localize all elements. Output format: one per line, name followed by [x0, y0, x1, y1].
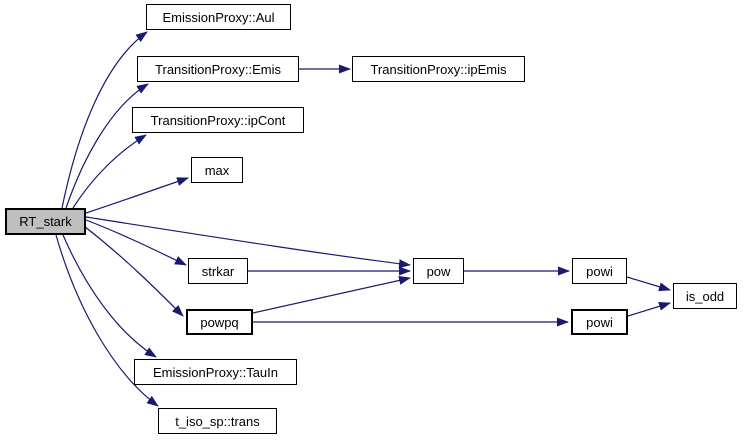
node-transitionproxy-emis[interactable]: TransitionProxy::Emis [137, 56, 299, 82]
node-label: TransitionProxy::ipEmis [370, 61, 507, 77]
edge-rtstark-to-ipcont [72, 134, 147, 209]
node-label: powpq [200, 314, 239, 330]
node-pow[interactable]: pow [413, 258, 464, 284]
edge-rtstark-to-pow [85, 216, 411, 269]
node-label: EmissionProxy::TauIn [153, 364, 278, 380]
edge-rtstark-to-max [85, 177, 189, 214]
edge-rtstark-to-aul [61, 31, 148, 209]
edge-rtstark-to-powpq [83, 225, 184, 317]
node-strkar[interactable]: strkar [188, 258, 248, 284]
node-powpq[interactable]: powpq [186, 309, 253, 335]
node-powi-upper[interactable]: powi [572, 258, 627, 284]
node-emissionproxy-tauin[interactable]: EmissionProxy::TauIn [134, 359, 297, 385]
node-emissionproxy-aul[interactable]: EmissionProxy::Aul [146, 4, 291, 30]
node-label: strkar [201, 263, 235, 279]
node-transitionproxy-ipcont[interactable]: TransitionProxy::ipCont [132, 107, 304, 133]
node-label: RT_stark [19, 214, 72, 229]
edge-rtstark-to-trans [55, 234, 159, 407]
node-label: EmissionProxy::Aul [162, 9, 275, 25]
node-transitionproxy-ipemis[interactable]: TransitionProxy::ipEmis [352, 56, 525, 82]
node-label: TransitionProxy::Emis [155, 61, 281, 77]
edge-powi-upper-to-isodd [626, 276, 671, 292]
node-is-odd[interactable]: is_odd [673, 283, 737, 309]
node-rt-stark: RT_stark [5, 208, 86, 235]
node-label: is_odd [685, 288, 725, 304]
node-max[interactable]: max [191, 157, 243, 183]
node-label: powi [586, 263, 613, 279]
node-label: t_iso_sp::trans [175, 413, 260, 429]
edge-powi-lower-to-isodd [627, 301, 671, 317]
edge-rtstark-to-tauin [62, 234, 157, 358]
node-t-iso-sp-trans[interactable]: t_iso_sp::trans [158, 408, 277, 434]
node-label: powi [586, 314, 613, 330]
edge-rtstark-to-strkar [85, 219, 187, 266]
node-label: pow [426, 263, 451, 279]
edge-powpq-to-pow [252, 276, 411, 314]
node-powi-lower[interactable]: powi [571, 309, 628, 335]
node-label: max [204, 162, 230, 178]
edge-rtstark-to-emis [65, 83, 149, 209]
node-label: TransitionProxy::ipCont [150, 112, 286, 128]
